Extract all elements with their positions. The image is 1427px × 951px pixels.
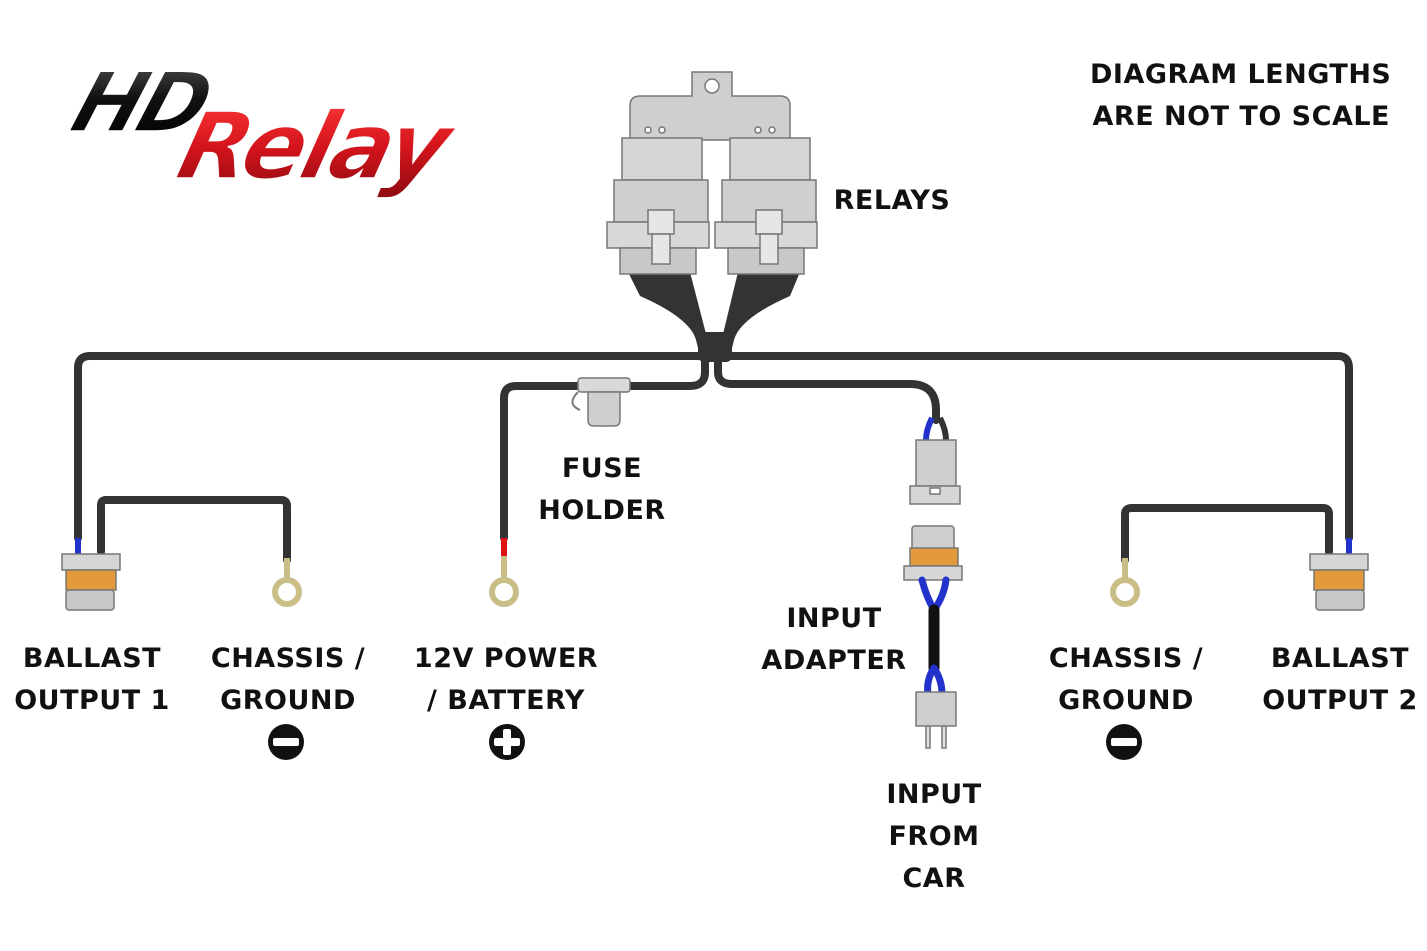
label-power-battery: 12V POWER / BATTERY	[413, 643, 599, 716]
scale-note-line-2: ARE NOT TO SCALE	[1092, 101, 1390, 132]
wire-chassis-ground-2	[1121, 504, 1333, 564]
wire-ballast-output-1	[74, 352, 704, 542]
ring-terminals	[272, 577, 1140, 607]
input-adapter-connector-top	[909, 439, 961, 505]
wire-ballast-output-2	[726, 352, 1353, 542]
blue-wire-adapter-top-b	[937, 416, 949, 441]
scale-note-line-1: DIAGRAM LENGTHS	[1090, 59, 1392, 90]
ballast-connector-1	[61, 553, 121, 611]
input-from-car-plug	[915, 691, 957, 749]
label-fuse-holder: FUSE HOLDER	[538, 453, 666, 526]
relays-assembly	[606, 71, 818, 275]
relay-1	[606, 137, 710, 275]
label-input-from-car: INPUT FROM CAR	[886, 779, 982, 894]
ring-terminal-necks	[284, 556, 1128, 578]
label-chassis-ground-2: CHASSIS / GROUND	[1048, 643, 1204, 716]
label-chassis-ground-1: CHASSIS / GROUND	[210, 643, 366, 716]
fuse-holder	[571, 377, 631, 427]
wire-harness	[74, 352, 1353, 564]
input-adapter-wires	[918, 576, 950, 698]
wire-chassis-ground-1	[97, 496, 291, 564]
blue-wire-adapter-top-a	[923, 416, 935, 441]
wire-input-adapter	[714, 356, 940, 424]
label-input-adapter: INPUT ADAPTER	[761, 603, 907, 676]
ring-terminal-power	[489, 577, 519, 607]
label-relays: RELAYS	[833, 185, 951, 216]
logo-relay-text: Relay	[168, 93, 466, 200]
input-adapter-connector-bottom	[903, 525, 963, 581]
minus-icon	[268, 724, 304, 760]
scale-note: DIAGRAM LENGTHS ARE NOT TO SCALE	[1090, 54, 1392, 138]
wire-tips	[75, 416, 1352, 556]
ring-terminal-ground-2	[1110, 577, 1140, 607]
relay-harness-split	[628, 272, 800, 362]
minus-icon	[1106, 724, 1142, 760]
relay-2	[714, 137, 818, 275]
logo-hd-text: HD	[61, 55, 222, 151]
plus-icon	[489, 724, 525, 760]
ballast-connector-2	[1309, 553, 1369, 611]
ring-terminal-ground-1	[272, 577, 302, 607]
hd-relay-logo: HD Relay	[60, 54, 467, 201]
label-ballast-output-2: BALLAST OUTPUT 2	[1262, 643, 1418, 716]
label-ballast-output-1: BALLAST OUTPUT 1	[14, 643, 170, 716]
